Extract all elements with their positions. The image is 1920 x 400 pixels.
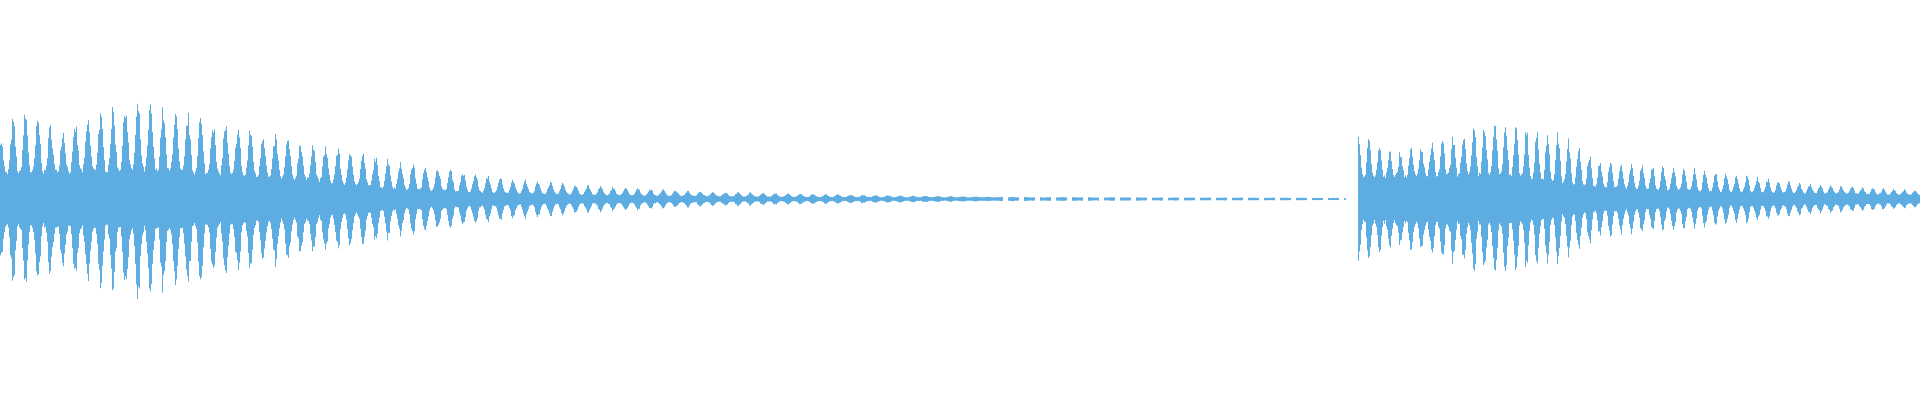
waveform-path: [0, 103, 1920, 299]
